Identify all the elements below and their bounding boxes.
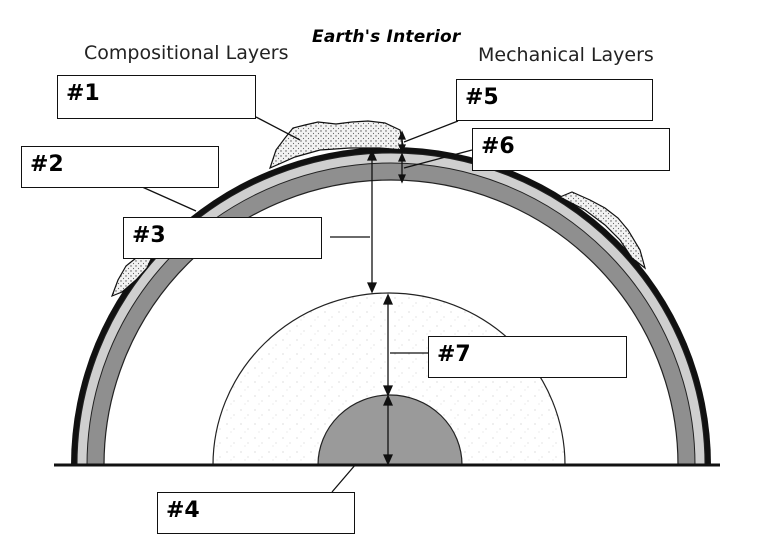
label-box-1[interactable]: #1 (57, 75, 256, 119)
label-box-2[interactable]: #2 (21, 146, 219, 188)
leader-lines (139, 116, 473, 493)
label-number: #5 (465, 85, 499, 110)
label-number: #4 (166, 498, 200, 523)
depth-arrows (366, 130, 406, 466)
label-box-5[interactable]: #5 (456, 79, 653, 121)
label-number: #6 (481, 134, 515, 159)
label-number: #7 (437, 342, 471, 367)
label-box-6[interactable]: #6 (472, 128, 670, 171)
label-number: #3 (132, 223, 166, 248)
continent-top (269, 120, 405, 170)
label-number: #2 (30, 152, 64, 177)
diagram-title: Earth's Interior (312, 27, 461, 47)
continent-right (558, 191, 647, 270)
label-box-4[interactable]: #4 (157, 492, 355, 534)
compositional-layers-header: Compositional Layers (84, 42, 289, 64)
mechanical-layers-header: Mechanical Layers (478, 44, 654, 66)
label-box-7[interactable]: #7 (428, 336, 627, 378)
label-box-3[interactable]: #3 (123, 217, 322, 259)
inner-core-region (317, 394, 463, 466)
label-number: #1 (66, 81, 100, 106)
